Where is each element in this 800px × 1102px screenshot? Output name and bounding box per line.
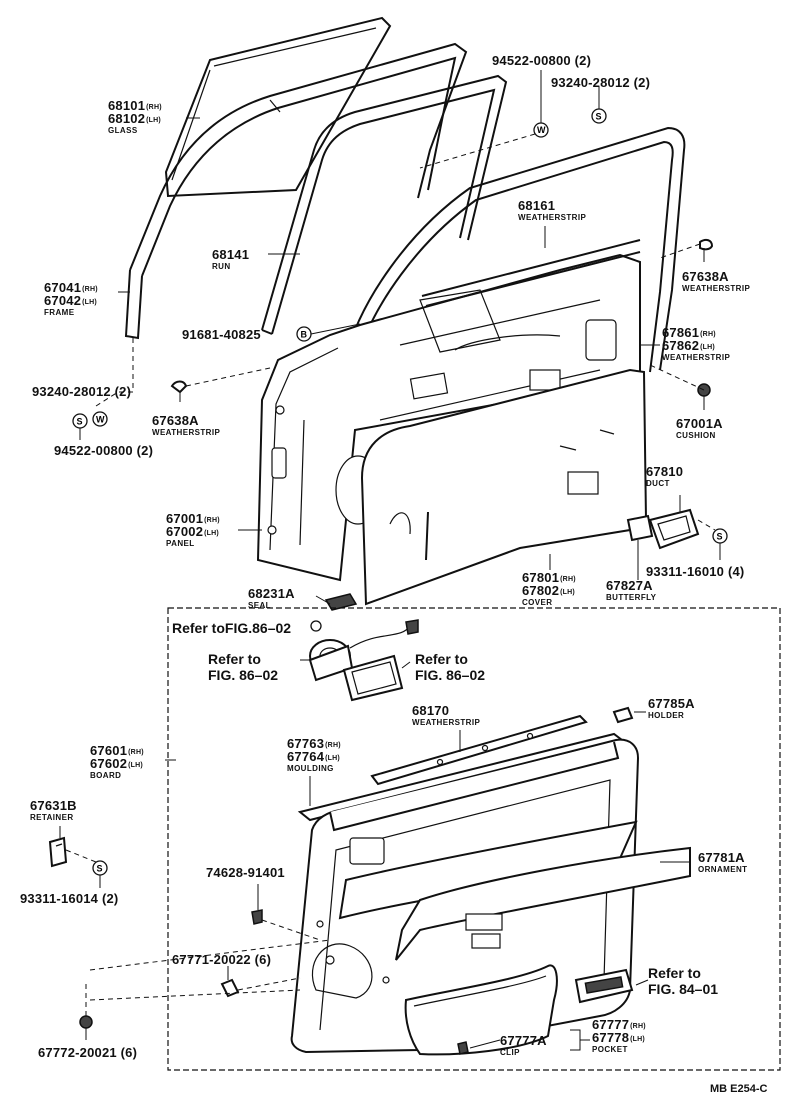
- label-refer-fig-86-02-right: Refer to FIG. 86–02: [415, 651, 486, 683]
- w-symbol: W: [537, 125, 546, 135]
- clip-74628: [251, 884, 321, 941]
- fasteners-top: W S B S W S: [72, 108, 728, 544]
- duct-and-butterfly: [626, 508, 700, 550]
- door-seal: [324, 593, 358, 611]
- label-bolt-w-top: 94522-00800 (2): [492, 53, 592, 68]
- label-screw-16014: 93311-16014 (2): [20, 891, 119, 906]
- label-ornament: 67781A ORNAMENT: [698, 850, 748, 874]
- label-weatherstrip-67638-right: 67638A WEATHERSTRIP: [682, 269, 751, 293]
- detail-box: [167, 607, 781, 1071]
- label-cover: 67801(RH) 67802(LH) COVER: [522, 570, 576, 607]
- s-symbol: S: [596, 112, 602, 122]
- w-symbol-left: W: [96, 415, 105, 425]
- door-frame: [124, 42, 468, 340]
- retainer: [48, 826, 68, 868]
- label-bolt-w-left: 94522-00800 (2): [54, 443, 154, 458]
- leader-lines-top: [79, 70, 721, 605]
- diagram-code: MB E254-C: [710, 1083, 768, 1095]
- label-part-74628: 74628-91401: [206, 865, 285, 880]
- label-holder: 67785A HOLDER: [648, 696, 695, 720]
- s-symbol-left: S: [77, 417, 83, 427]
- label-duct: 67810 DUCT: [646, 464, 684, 488]
- label-weatherstrip-67861: 67861(RH) 67862(LH) WEATHERSTRIP: [662, 325, 731, 362]
- label-butterfly: 67827A BUTTERFLY: [606, 578, 657, 602]
- speaker-assembly: [308, 619, 419, 702]
- door-cover: [360, 368, 648, 606]
- leader-lines-lower: [165, 659, 690, 1051]
- label-weatherstrip-68161: 68161 WEATHERSTRIP: [518, 198, 587, 222]
- label-cushion: 67001A CUSHION: [676, 416, 723, 440]
- label-screw-16010: 93311-16010 (4): [646, 564, 745, 579]
- label-seal: 68231A SEAL: [248, 586, 295, 610]
- label-frame: 67041(RH) 67042(LH) FRAME: [44, 280, 98, 317]
- label-glass: 68101(RH) 68102(LH) GLASS: [108, 98, 162, 135]
- label-retainer: 67631B RETAINER: [30, 798, 77, 822]
- label-refer-fig-86-02-left: Refer to FIG. 86–02: [208, 651, 279, 683]
- label-weatherstrip-67638-left: 67638A WEATHERSTRIP: [152, 413, 221, 437]
- label-pocket: 67777(RH) 67778(LH) POCKET: [592, 1017, 646, 1054]
- label-moulding: 67763(RH) 67764(LH) MOULDING: [287, 736, 341, 773]
- s-symbol-right: S: [717, 532, 723, 542]
- pocket: [404, 964, 558, 1056]
- label-board: 67601(RH) 67602(LH) BOARD: [90, 743, 144, 780]
- label-bolt-b: 91681-40825: [182, 327, 261, 342]
- label-refer-fig-86-02-box: Refer toFIG.86–02: [172, 620, 292, 636]
- label-panel: 67001(RH) 67002(LH) PANEL: [166, 511, 220, 548]
- label-screw-s-top: 93240-28012 (2): [551, 75, 651, 90]
- inner-weatherstrip: [370, 714, 588, 786]
- label-refer-fig-84-01: Refer to FIG. 84–01: [648, 965, 719, 997]
- label-part-67772: 67772-20021 (6): [38, 1045, 138, 1060]
- label-clip: 67777A CLIP: [500, 1033, 547, 1057]
- label-screw-s-left: 93240-28012 (2): [32, 384, 132, 399]
- fasteners-lower: [79, 939, 501, 1055]
- b-symbol: B: [301, 330, 308, 340]
- label-run: 68141 RUN: [212, 247, 250, 271]
- door-run: [261, 74, 508, 335]
- switch-bezel: [574, 968, 634, 1004]
- s-symbol-lower: S: [97, 864, 103, 874]
- label-weatherstrip-68170: 68170 WEATHERSTRIP: [412, 703, 481, 727]
- label-part-67771: 67771-20022 (6): [172, 952, 272, 967]
- holder: [612, 706, 634, 724]
